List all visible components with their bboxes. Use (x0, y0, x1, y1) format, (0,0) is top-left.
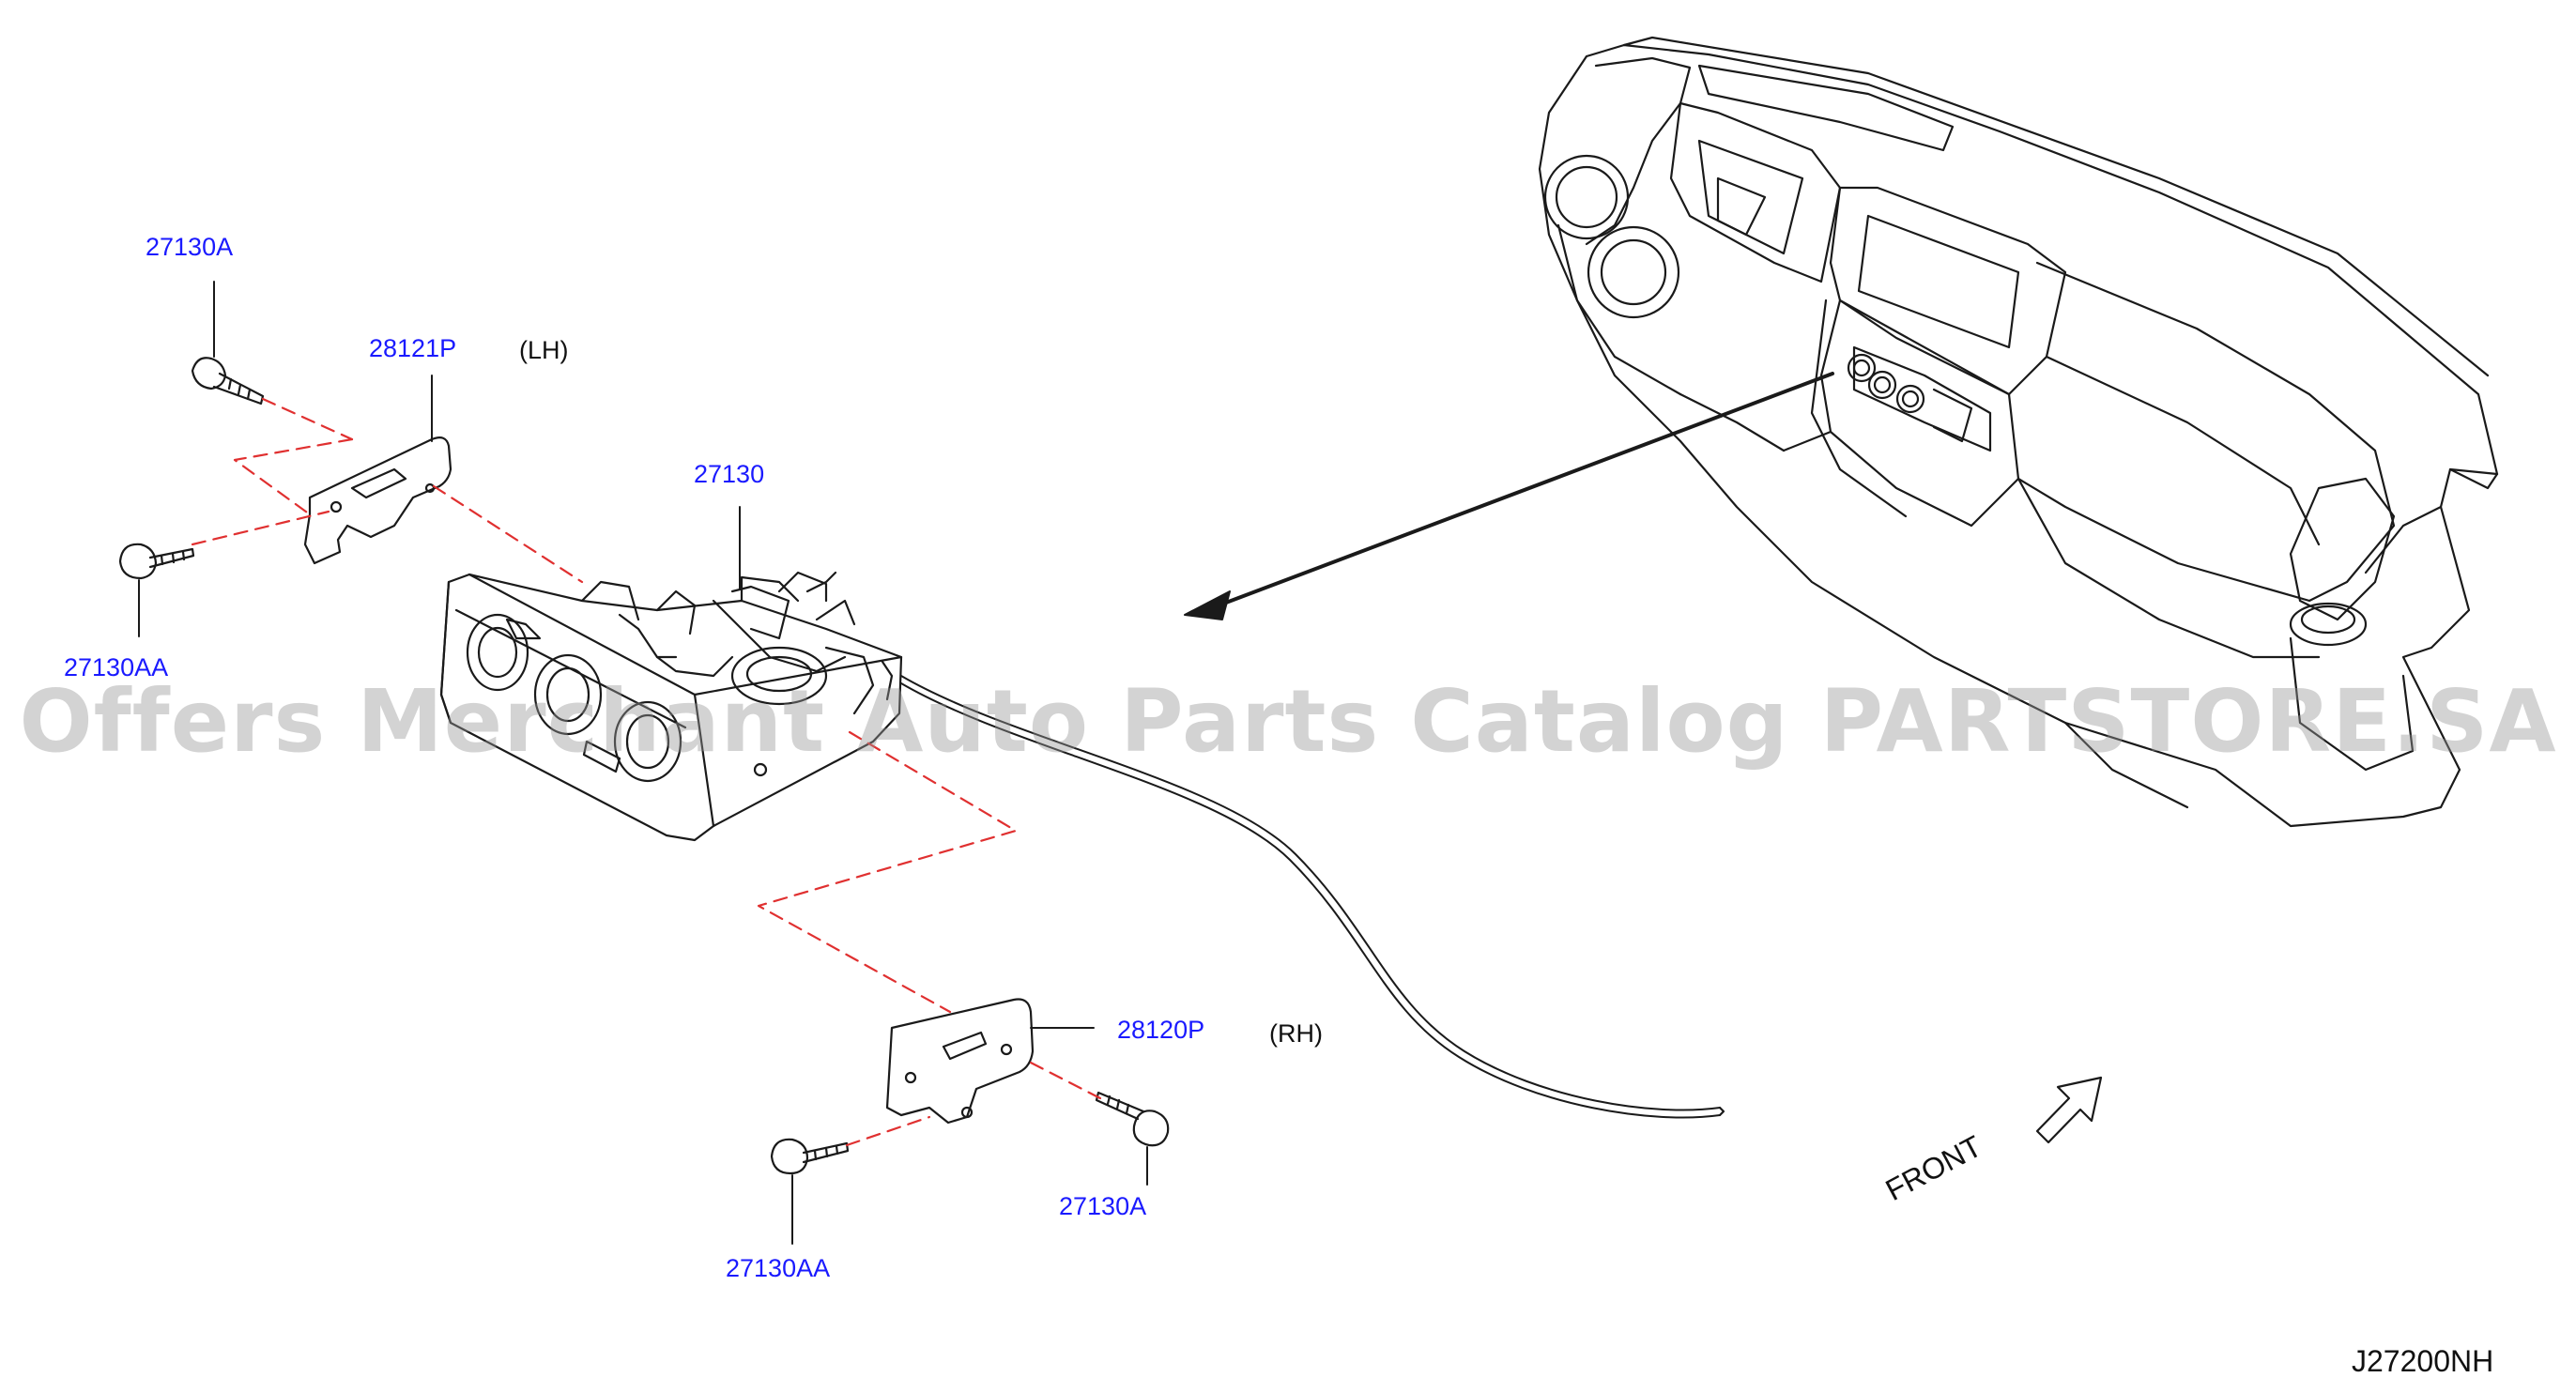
front-direction-arrow (2035, 1076, 2103, 1144)
callout-27130aa-rh: 27130AA (726, 1254, 831, 1282)
diagram-code: J27200NH (2352, 1344, 2494, 1378)
callout-27130a-rh: 27130A (1059, 1192, 1147, 1220)
screw-27130aa-lh (118, 543, 195, 580)
control-cable (900, 675, 1725, 1119)
bracket-rh (885, 998, 1035, 1125)
callout-27130aa-lh: 27130AA (64, 653, 169, 681)
screw-27130aa-rh (770, 1138, 850, 1175)
leader-lines (138, 281, 1148, 1245)
heater-control-unit (439, 571, 903, 842)
callout-27130: 27130 (694, 460, 765, 488)
side-rh-label: (RH) (1269, 1019, 1323, 1048)
screw-27130a-rh (1095, 1091, 1170, 1147)
callout-28120p: 28120P (1117, 1016, 1205, 1044)
assembly-lines (191, 397, 1102, 1147)
side-lh-label: (LH) (519, 336, 569, 364)
callout-27130a-top: 27130A (146, 233, 234, 261)
screw-27130a-top (191, 357, 265, 406)
callout-28121p: 28121P (369, 334, 457, 362)
watermark: Offers Merchant Auto Parts Catalog PARTS… (19, 671, 2557, 772)
instrument-panel (1538, 36, 2499, 828)
location-pointer-arrow (1184, 372, 1834, 620)
bracket-lh (303, 436, 452, 565)
